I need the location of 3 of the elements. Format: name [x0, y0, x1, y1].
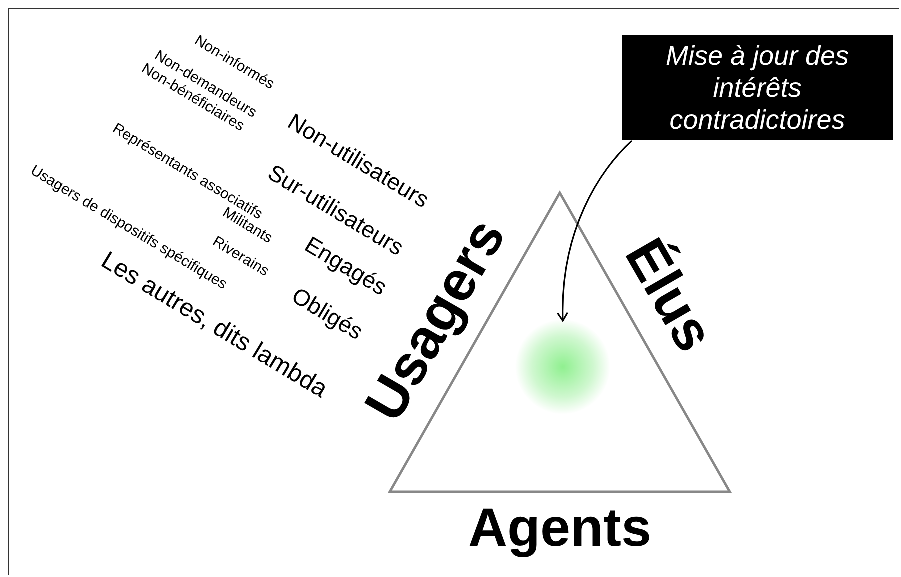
callout-box: Mise à jour des intérêts contradictoires: [622, 35, 893, 140]
arrow: [557, 140, 633, 322]
side-heading: Agents: [468, 501, 652, 555]
